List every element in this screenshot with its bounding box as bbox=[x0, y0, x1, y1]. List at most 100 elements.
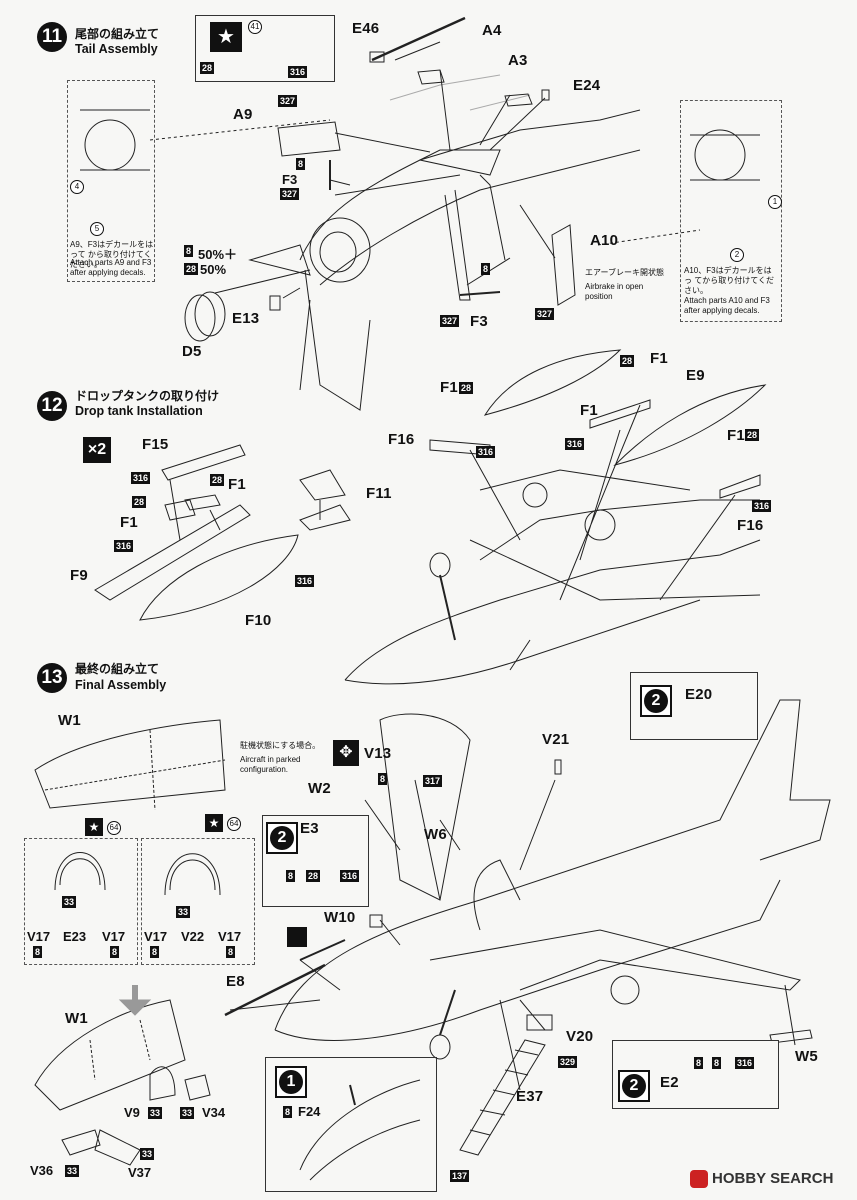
step-number: 13 bbox=[37, 663, 67, 693]
paint-code: 8 bbox=[296, 158, 306, 170]
part-label: V9 bbox=[124, 1105, 140, 1120]
part-label: F1 bbox=[650, 350, 668, 367]
option-number: 2 bbox=[266, 822, 298, 854]
part-label: V34 bbox=[202, 1105, 226, 1120]
part-label: E13 bbox=[232, 310, 260, 327]
decal-note-box-right bbox=[680, 100, 782, 322]
part-label: F11 bbox=[366, 485, 392, 502]
paint-code: 33 bbox=[180, 1107, 195, 1119]
star-decal-icon: ★ bbox=[85, 818, 103, 836]
part-label: W2 bbox=[308, 780, 331, 797]
part-label: V17 bbox=[144, 929, 168, 944]
part-label: V17 bbox=[27, 929, 51, 944]
option-number: 2 bbox=[640, 685, 672, 717]
part-label: F16 bbox=[388, 431, 415, 448]
step-title-jp: ドロップタンクの取り付け bbox=[75, 389, 220, 403]
paint-code: 33 bbox=[148, 1107, 163, 1119]
part-label: E20 bbox=[685, 686, 713, 703]
paint-code: 33 bbox=[176, 906, 191, 918]
note-jp: A10、F3はデカールをはっ てから取り付けてください。 bbox=[684, 266, 774, 295]
part-label: V36 bbox=[30, 1163, 54, 1178]
decal-number: 64 bbox=[107, 821, 121, 835]
part-label: F3 bbox=[282, 172, 298, 187]
part-label: F9 bbox=[70, 567, 88, 584]
part-label: E24 bbox=[573, 77, 601, 94]
decal-number: 2 bbox=[730, 248, 744, 262]
part-label: F10 bbox=[245, 612, 272, 629]
part-label: V37 bbox=[128, 1165, 152, 1180]
part-label: E3 bbox=[300, 820, 319, 837]
part-label: V13 bbox=[364, 745, 392, 762]
paint-code: 33 bbox=[65, 1165, 80, 1177]
paint-code: 28 bbox=[745, 429, 760, 441]
paint-code: 8 bbox=[33, 946, 43, 958]
step-number: 11 bbox=[37, 22, 67, 52]
paint-mix: 50% bbox=[200, 262, 227, 277]
part-label: F16 bbox=[737, 517, 764, 534]
part-label: F1 bbox=[120, 514, 138, 531]
note-en: Attach parts A9 and F3 after applying de… bbox=[70, 258, 152, 277]
paint-code: 8 bbox=[283, 1106, 293, 1118]
paint-code: 28 bbox=[210, 474, 225, 486]
part-label: V17 bbox=[102, 929, 126, 944]
paint-code: 8 bbox=[110, 946, 120, 958]
part-label: W1 bbox=[58, 712, 81, 729]
paint-code: 329 bbox=[558, 1056, 578, 1068]
part-label: F1 bbox=[440, 379, 458, 396]
part-label: E37 bbox=[516, 1088, 544, 1105]
paint-code: 316 bbox=[288, 66, 308, 78]
part-label: F1 bbox=[727, 427, 745, 444]
paint-code: 28 bbox=[184, 263, 199, 275]
part-label: F15 bbox=[142, 436, 169, 453]
part-label: W10 bbox=[324, 909, 356, 926]
paint-code: 8 bbox=[150, 946, 160, 958]
paint-code: 8 bbox=[712, 1057, 722, 1069]
part-label: D5 bbox=[182, 343, 202, 360]
paint-code: 28 bbox=[200, 62, 215, 74]
part-label: A4 bbox=[482, 22, 502, 39]
parked-config-icon: ✥ bbox=[333, 740, 359, 766]
part-label: E23 bbox=[63, 929, 87, 944]
paint-code: 316 bbox=[735, 1057, 755, 1069]
paint-code: 8 bbox=[226, 946, 236, 958]
decal-number: 41 bbox=[248, 20, 262, 34]
step-title-jp: 尾部の組み立て bbox=[75, 27, 160, 41]
paint-code: 33 bbox=[140, 1148, 155, 1160]
parked-note-jp: 駐機状態にする場合。 bbox=[240, 741, 321, 750]
option-number: 2 bbox=[618, 1070, 650, 1102]
airbrake-note-en: Airbrake in open position bbox=[585, 282, 644, 301]
part-label: A9 bbox=[233, 106, 253, 123]
paint-code: 316 bbox=[295, 575, 315, 587]
part-label: A3 bbox=[508, 52, 528, 69]
part-label: A10 bbox=[590, 232, 619, 249]
paint-code: 28 bbox=[459, 382, 474, 394]
paint-code: 33 bbox=[62, 896, 77, 908]
paint-code: 316 bbox=[114, 540, 134, 552]
canopy-frame-box-left bbox=[24, 838, 138, 965]
paint-code: 28 bbox=[132, 496, 147, 508]
paint-code: 28 bbox=[620, 355, 635, 367]
paint-code: 327 bbox=[535, 308, 555, 320]
canopy-frame-box-right bbox=[141, 838, 255, 965]
paint-code: 316 bbox=[752, 500, 772, 512]
step-title-jp: 最終の組み立て bbox=[75, 662, 160, 676]
paint-mix: 50%＋ bbox=[198, 247, 238, 262]
paint-code: 327 bbox=[280, 188, 300, 200]
part-label: W1 bbox=[65, 1010, 88, 1027]
quantity-badge: ×2 bbox=[83, 437, 111, 463]
note-en: Attach parts A10 and F3 after applying d… bbox=[684, 296, 770, 315]
paint-code: 316 bbox=[131, 472, 151, 484]
option-box-f24 bbox=[265, 1057, 437, 1192]
part-label: W5 bbox=[795, 1048, 818, 1065]
part-label: F1 bbox=[580, 402, 598, 419]
part-label: V21 bbox=[542, 731, 570, 748]
airbrake-note-jp: エアーブレーキ開状態 bbox=[585, 268, 665, 277]
star-decal-icon: ★ bbox=[205, 814, 223, 832]
paint-code: 28 bbox=[306, 870, 321, 882]
part-label: F3 bbox=[470, 313, 488, 330]
part-label: E46 bbox=[352, 20, 380, 37]
decal-number: 5 bbox=[90, 222, 104, 236]
decal-note-box-left bbox=[67, 80, 155, 282]
decal-number: 4 bbox=[70, 180, 84, 194]
